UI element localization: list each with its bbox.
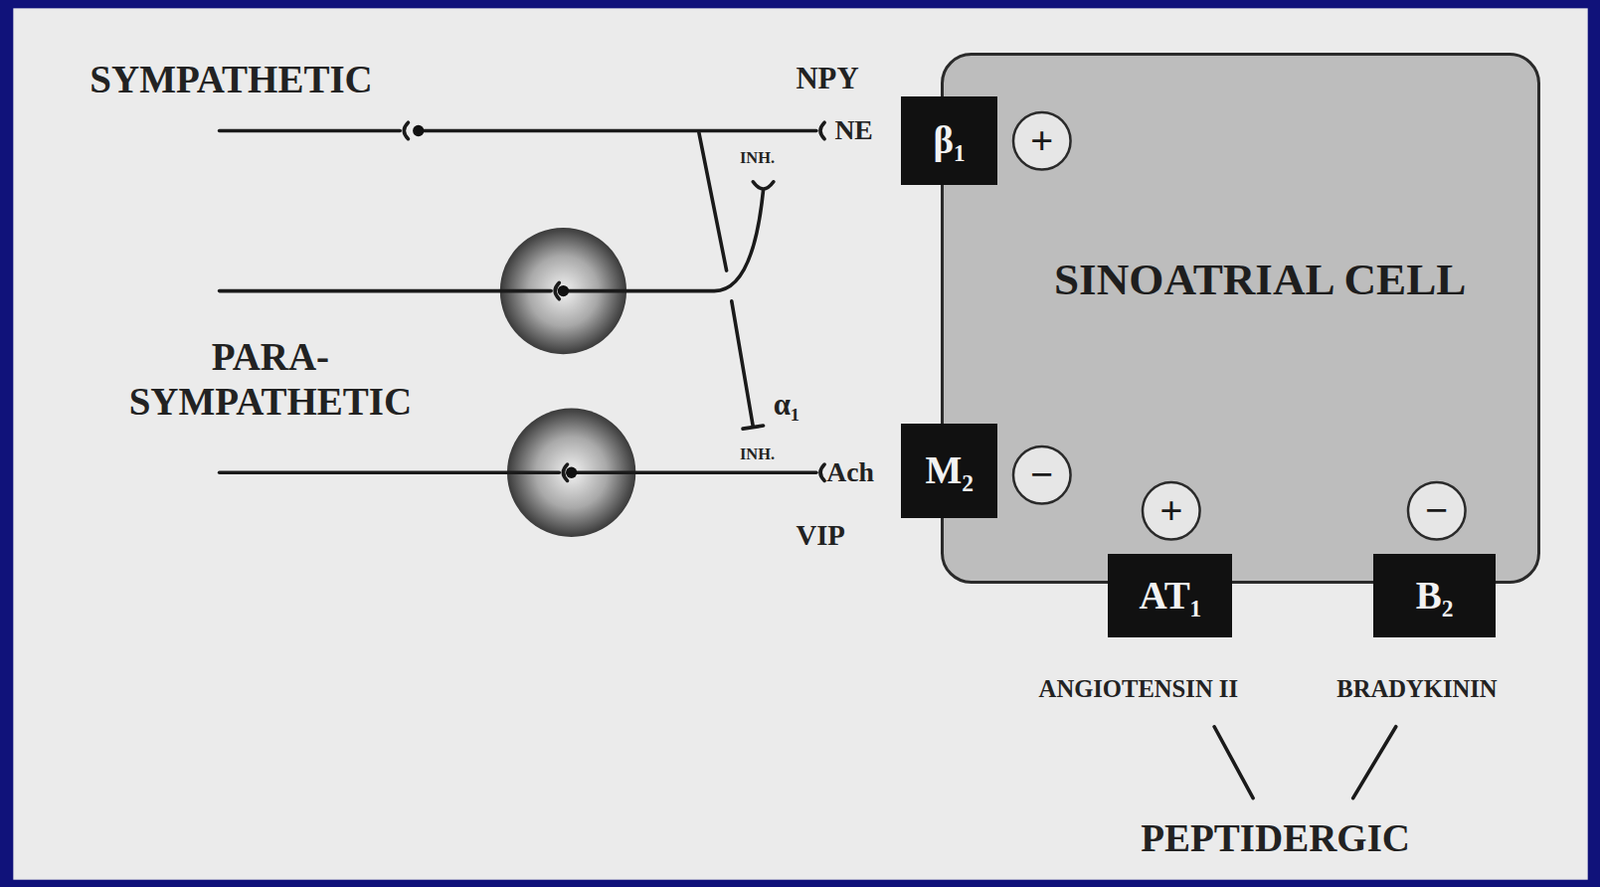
label-holder: α₁ xyxy=(773,388,800,424)
receptor-box: AT₁ xyxy=(1107,553,1233,638)
receptor-box: M₂ xyxy=(900,423,998,519)
synapse-terminal xyxy=(820,464,825,481)
parasympathetic-fiber xyxy=(571,470,817,475)
cell-title: SINOATRIAL CELL xyxy=(1046,254,1475,307)
label-holder: PARA- SYMPATHETIC xyxy=(102,335,440,425)
receptor-name: B₂ xyxy=(1416,573,1454,619)
sympathetic-branch xyxy=(699,133,727,272)
synapse-terminal xyxy=(820,122,825,139)
diagram-label: PARA- SYMPATHETIC xyxy=(102,335,440,425)
label-holder: Ach xyxy=(826,456,875,489)
label-holder: NPY xyxy=(795,61,859,97)
circle-shape xyxy=(1142,482,1201,540)
label-holder: VIP xyxy=(795,519,845,552)
sympathetic-branch xyxy=(731,301,754,427)
synapse-dot xyxy=(565,467,577,479)
parasympathetic-fiber xyxy=(219,470,560,475)
diagram-label: α₁ xyxy=(773,388,800,424)
effect-sign: − xyxy=(1030,451,1054,499)
receptor-name: β₁ xyxy=(933,118,966,164)
label-holder: INH. xyxy=(739,149,775,169)
synapse-terminal xyxy=(403,122,408,139)
circle-shape xyxy=(1013,446,1071,505)
effect-circle: + xyxy=(1140,480,1203,542)
circle-shape xyxy=(1013,112,1071,171)
receptor-name: AT₁ xyxy=(1138,573,1202,619)
receptor-box: B₂ xyxy=(1373,553,1496,638)
diagram-label: VIP xyxy=(795,519,845,552)
background-panel xyxy=(12,7,1588,880)
parasympathetic-fiber xyxy=(562,189,763,292)
diagram-label: ANGIOTENSIN II xyxy=(1039,674,1239,703)
diagram-label: INH. xyxy=(739,149,775,169)
effect-circle: − xyxy=(1011,444,1073,507)
label-holder: BRADYKININ xyxy=(1336,674,1497,703)
effect-sign: + xyxy=(1159,487,1183,534)
receptor-box: β₁ xyxy=(900,96,998,184)
diagram-label: SYMPATHETIC xyxy=(89,57,372,103)
sympathetic-fiber xyxy=(219,129,401,134)
diagram-label: NE xyxy=(834,114,873,147)
label-holder: PEPTIDERGIC xyxy=(1140,816,1411,862)
leader-line xyxy=(1214,726,1253,799)
label-holder: INH. xyxy=(739,444,775,464)
label-holder: SYMPATHETIC xyxy=(89,57,372,103)
effect-circle: − xyxy=(1406,480,1468,542)
receptor-name: M₂ xyxy=(924,448,973,494)
diagram-label: INH. xyxy=(739,444,775,464)
parasympathetic-fiber xyxy=(219,289,551,294)
sympathetic-fiber xyxy=(418,129,817,134)
diagram-label: BRADYKININ xyxy=(1336,674,1497,703)
diagram-label: NPY xyxy=(795,61,859,97)
effect-sign: − xyxy=(1424,487,1448,534)
leader-line xyxy=(1353,726,1397,799)
label-holder: NE xyxy=(834,114,873,147)
synapse-dot xyxy=(557,285,569,297)
label-holder: ANGIOTENSIN II xyxy=(1039,674,1239,703)
inhibition-terminal xyxy=(752,181,774,189)
effect-circle: + xyxy=(1011,110,1073,173)
effect-sign: + xyxy=(1030,117,1054,165)
cell-body: SINOATRIAL CELLβ₁+M₂−+−AT₁B₂ xyxy=(940,52,1541,584)
diagram-label: PEPTIDERGIC xyxy=(1140,816,1411,862)
inhibition-terminal xyxy=(742,425,764,429)
diagram-label: Ach xyxy=(826,456,875,489)
synapse-dot xyxy=(412,125,424,137)
circle-shape xyxy=(1408,482,1466,540)
